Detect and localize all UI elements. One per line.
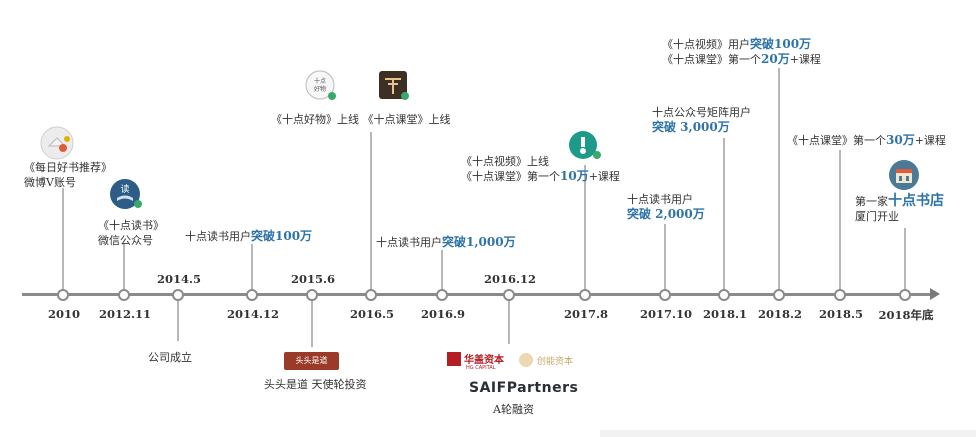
year-label: 2018.1	[702, 307, 748, 321]
year-label: 2018.5	[818, 307, 864, 321]
shidian-ketang-icon	[379, 71, 409, 100]
timeline-dot	[834, 289, 846, 301]
connector-2018-2	[778, 68, 780, 291]
event-2014-12: 十点读书用户突破100万	[185, 229, 313, 243]
connector-2018-end	[904, 228, 906, 291]
year-label: 2017.8	[563, 307, 609, 321]
timeline-dot	[773, 289, 785, 301]
timeline-dot	[57, 289, 69, 301]
saif-partners-logo: SAIFPartners	[469, 380, 579, 396]
shidian-video-icon	[569, 131, 601, 159]
timeline-dot	[246, 289, 258, 301]
event-2014-5: 公司成立	[148, 351, 192, 364]
connector-2017-10	[664, 224, 666, 291]
event-2018-1: 十点公众号矩阵用户 突破 3,000万	[652, 106, 751, 134]
shidian-read-icon: 读	[110, 179, 142, 209]
year-label: 2016.5	[349, 307, 395, 321]
svg-text:好物: 好物	[314, 85, 326, 93]
connector-2016-12	[508, 299, 510, 344]
timeline-arrow	[930, 288, 940, 300]
connector-2012	[123, 243, 125, 291]
event-2016-5: 《十点好物》上线 《十点课堂》上线	[271, 113, 451, 126]
timeline-dot	[659, 289, 671, 301]
event-2010: 《每日好书推荐》 微博V账号	[24, 161, 112, 189]
timeline-dot	[306, 289, 318, 301]
timeline-dot	[718, 289, 730, 301]
timeline-dot	[436, 289, 448, 301]
connector-2018-5	[839, 150, 841, 291]
year-label: 2016.9	[420, 307, 466, 321]
timeline-dot	[172, 289, 184, 301]
timeline-dot	[579, 289, 591, 301]
book-bird-icon	[40, 126, 74, 160]
connector-2010	[62, 188, 64, 291]
event-2017-10: 十点读书用户 突破 2,000万	[627, 193, 705, 221]
event-2018-2: 《十点视频》用户突破100万 《十点课堂》第一个20万+课程	[662, 37, 821, 66]
event-2018-end: 第一家十点书店 厦门开业	[855, 193, 944, 224]
connector-2018-1	[723, 138, 725, 291]
shidian-haowu-icon: 十点 好物	[305, 70, 336, 100]
year-label: 2012.11	[98, 307, 152, 321]
year-label: 2014.5	[156, 272, 202, 286]
bookstore-icon	[889, 160, 919, 190]
year-label: 2015.6	[290, 272, 336, 286]
chuangneng-logo: 创能资本	[519, 353, 579, 371]
year-label: 2010	[47, 307, 81, 321]
connector-2016-5	[370, 132, 372, 291]
event-2017-8: 《十点视频》上线 《十点课堂》第一个10万+课程	[461, 155, 620, 183]
year-label: 2017.10	[639, 307, 693, 321]
timeline-axis	[22, 293, 934, 296]
toutou-logo: 头头是道	[284, 352, 339, 370]
year-label: 2018.2	[757, 307, 803, 321]
event-2018-5: 《十点课堂》第一个30万+课程	[787, 133, 946, 147]
event-2016-9: 十点读书用户突破1,000万	[376, 235, 516, 249]
event-2016-12: A轮融资	[493, 403, 534, 416]
timeline-dot	[118, 289, 130, 301]
svg-text:读: 读	[120, 183, 129, 195]
connector-2014-12	[251, 244, 253, 291]
timeline-dot	[365, 289, 377, 301]
connector-2014-5	[177, 299, 179, 341]
hg-capital-logo: 华盖资本 HG CAPITAL	[447, 352, 509, 374]
connector-2016-9	[441, 250, 443, 291]
event-2015-6: 头头是道 天使轮投资	[264, 378, 367, 391]
connector-2015-6	[311, 299, 313, 347]
year-label: 2016.12	[483, 272, 537, 286]
year-label: 2014.12	[226, 307, 280, 321]
timeline-dot	[899, 289, 911, 301]
connector-2017-8	[584, 165, 586, 291]
year-label: 2018年底	[878, 308, 934, 322]
svg-text:十点: 十点	[314, 77, 326, 85]
timeline-dot	[503, 289, 515, 301]
event-2012: 《十点读书》 微信公众号	[98, 219, 164, 247]
footer-strip	[600, 430, 976, 437]
